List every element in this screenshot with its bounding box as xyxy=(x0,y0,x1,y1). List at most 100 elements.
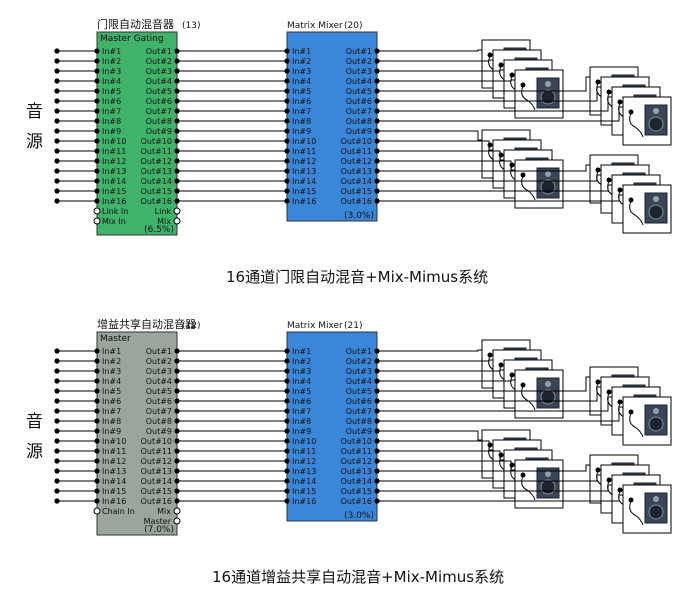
source-node[interactable] xyxy=(54,438,60,444)
source-node[interactable] xyxy=(54,488,60,494)
matrix-input-pin[interactable] xyxy=(284,148,290,154)
automixer-aux-input-pin[interactable] xyxy=(93,207,101,215)
automixer-input-pin[interactable] xyxy=(94,408,100,414)
automixer-aux-output-pin[interactable] xyxy=(173,207,181,215)
automixer-input-pin[interactable] xyxy=(94,108,100,114)
matrix-input-pin[interactable] xyxy=(284,48,290,54)
source-node[interactable] xyxy=(54,448,60,454)
matrix-input-pin[interactable] xyxy=(284,68,290,74)
matrix-input-pin[interactable] xyxy=(284,358,290,364)
automixer-input-pin[interactable] xyxy=(94,198,100,204)
source-node[interactable] xyxy=(54,398,60,404)
automixer-aux-output-pin[interactable] xyxy=(173,517,181,525)
automixer-input-pin[interactable] xyxy=(94,138,100,144)
matrix-input-pin[interactable] xyxy=(284,88,290,94)
source-node[interactable] xyxy=(54,468,60,474)
matrix-input-pin[interactable] xyxy=(284,478,290,484)
automixer-input-pin[interactable] xyxy=(94,478,100,484)
automixer-input-pin[interactable] xyxy=(94,458,100,464)
automixer-input-pin[interactable] xyxy=(94,488,100,494)
source-node[interactable] xyxy=(54,388,60,394)
source-node[interactable] xyxy=(54,458,60,464)
automixer-input-pin[interactable] xyxy=(94,118,100,124)
automixer-input-pin[interactable] xyxy=(94,128,100,134)
automixer-input-pin[interactable] xyxy=(94,468,100,474)
matrix-input-pin[interactable] xyxy=(284,158,290,164)
source-node[interactable] xyxy=(54,478,60,484)
automixer-aux-output-pin[interactable] xyxy=(173,507,181,515)
loudspeaker-icon[interactable] xyxy=(622,184,672,234)
loudspeaker-icon[interactable] xyxy=(622,484,672,534)
matrix-input-pin[interactable] xyxy=(284,198,290,204)
automixer-input-pin[interactable] xyxy=(94,388,100,394)
matrix-input-pin[interactable] xyxy=(284,58,290,64)
automixer-input-pin[interactable] xyxy=(94,348,100,354)
matrix-mixer-block[interactable] xyxy=(286,331,378,522)
matrix-input-pin[interactable] xyxy=(284,168,290,174)
source-node[interactable] xyxy=(54,408,60,414)
matrix-input-pin[interactable] xyxy=(284,108,290,114)
automixer-input-pin[interactable] xyxy=(94,48,100,54)
source-node[interactable] xyxy=(54,88,60,94)
matrix-input-pin[interactable] xyxy=(284,78,290,84)
loudspeaker-icon[interactable] xyxy=(514,369,564,419)
source-node[interactable] xyxy=(54,158,60,164)
matrix-input-pin[interactable] xyxy=(284,428,290,434)
loudspeaker-icon[interactable] xyxy=(622,396,672,446)
matrix-input-pin[interactable] xyxy=(284,398,290,404)
automixer-input-pin[interactable] xyxy=(94,438,100,444)
source-node[interactable] xyxy=(54,428,60,434)
automixer-input-pin[interactable] xyxy=(94,148,100,154)
matrix-input-pin[interactable] xyxy=(284,418,290,424)
automixer-input-pin[interactable] xyxy=(94,178,100,184)
matrix-input-pin[interactable] xyxy=(284,178,290,184)
automixer-input-pin[interactable] xyxy=(94,68,100,74)
matrix-input-pin[interactable] xyxy=(284,438,290,444)
automixer-input-pin[interactable] xyxy=(94,398,100,404)
matrix-input-pin[interactable] xyxy=(284,468,290,474)
automixer-aux-input-pin[interactable] xyxy=(93,507,101,515)
source-node[interactable] xyxy=(54,118,60,124)
matrix-input-pin[interactable] xyxy=(284,138,290,144)
matrix-input-pin[interactable] xyxy=(284,368,290,374)
automixer-block[interactable] xyxy=(96,31,178,236)
source-node[interactable] xyxy=(54,348,60,354)
automixer-input-pin[interactable] xyxy=(94,418,100,424)
source-node[interactable] xyxy=(54,58,60,64)
source-node[interactable] xyxy=(54,498,60,504)
automixer-input-pin[interactable] xyxy=(94,368,100,374)
matrix-input-pin[interactable] xyxy=(284,348,290,354)
source-node[interactable] xyxy=(54,68,60,74)
automixer-input-pin[interactable] xyxy=(94,378,100,384)
matrix-input-pin[interactable] xyxy=(284,188,290,194)
automixer-input-pin[interactable] xyxy=(94,58,100,64)
matrix-input-pin[interactable] xyxy=(284,118,290,124)
automixer-input-pin[interactable] xyxy=(94,498,100,504)
source-node[interactable] xyxy=(54,368,60,374)
automixer-input-pin[interactable] xyxy=(94,158,100,164)
matrix-input-pin[interactable] xyxy=(284,408,290,414)
source-node[interactable] xyxy=(54,358,60,364)
source-node[interactable] xyxy=(54,378,60,384)
automixer-block[interactable] xyxy=(96,331,178,536)
matrix-input-pin[interactable] xyxy=(284,98,290,104)
matrix-input-pin[interactable] xyxy=(284,448,290,454)
automixer-aux-output-pin[interactable] xyxy=(173,217,181,225)
matrix-input-pin[interactable] xyxy=(284,498,290,504)
source-node[interactable] xyxy=(54,178,60,184)
source-node[interactable] xyxy=(54,418,60,424)
automixer-input-pin[interactable] xyxy=(94,358,100,364)
matrix-mixer-block[interactable] xyxy=(286,31,378,222)
matrix-input-pin[interactable] xyxy=(284,128,290,134)
automixer-aux-input-pin[interactable] xyxy=(93,217,101,225)
automixer-input-pin[interactable] xyxy=(94,168,100,174)
source-node[interactable] xyxy=(54,188,60,194)
automixer-input-pin[interactable] xyxy=(94,188,100,194)
matrix-input-pin[interactable] xyxy=(284,458,290,464)
source-node[interactable] xyxy=(54,138,60,144)
loudspeaker-icon[interactable] xyxy=(622,96,672,146)
source-node[interactable] xyxy=(54,98,60,104)
source-node[interactable] xyxy=(54,168,60,174)
automixer-input-pin[interactable] xyxy=(94,428,100,434)
source-node[interactable] xyxy=(54,78,60,84)
